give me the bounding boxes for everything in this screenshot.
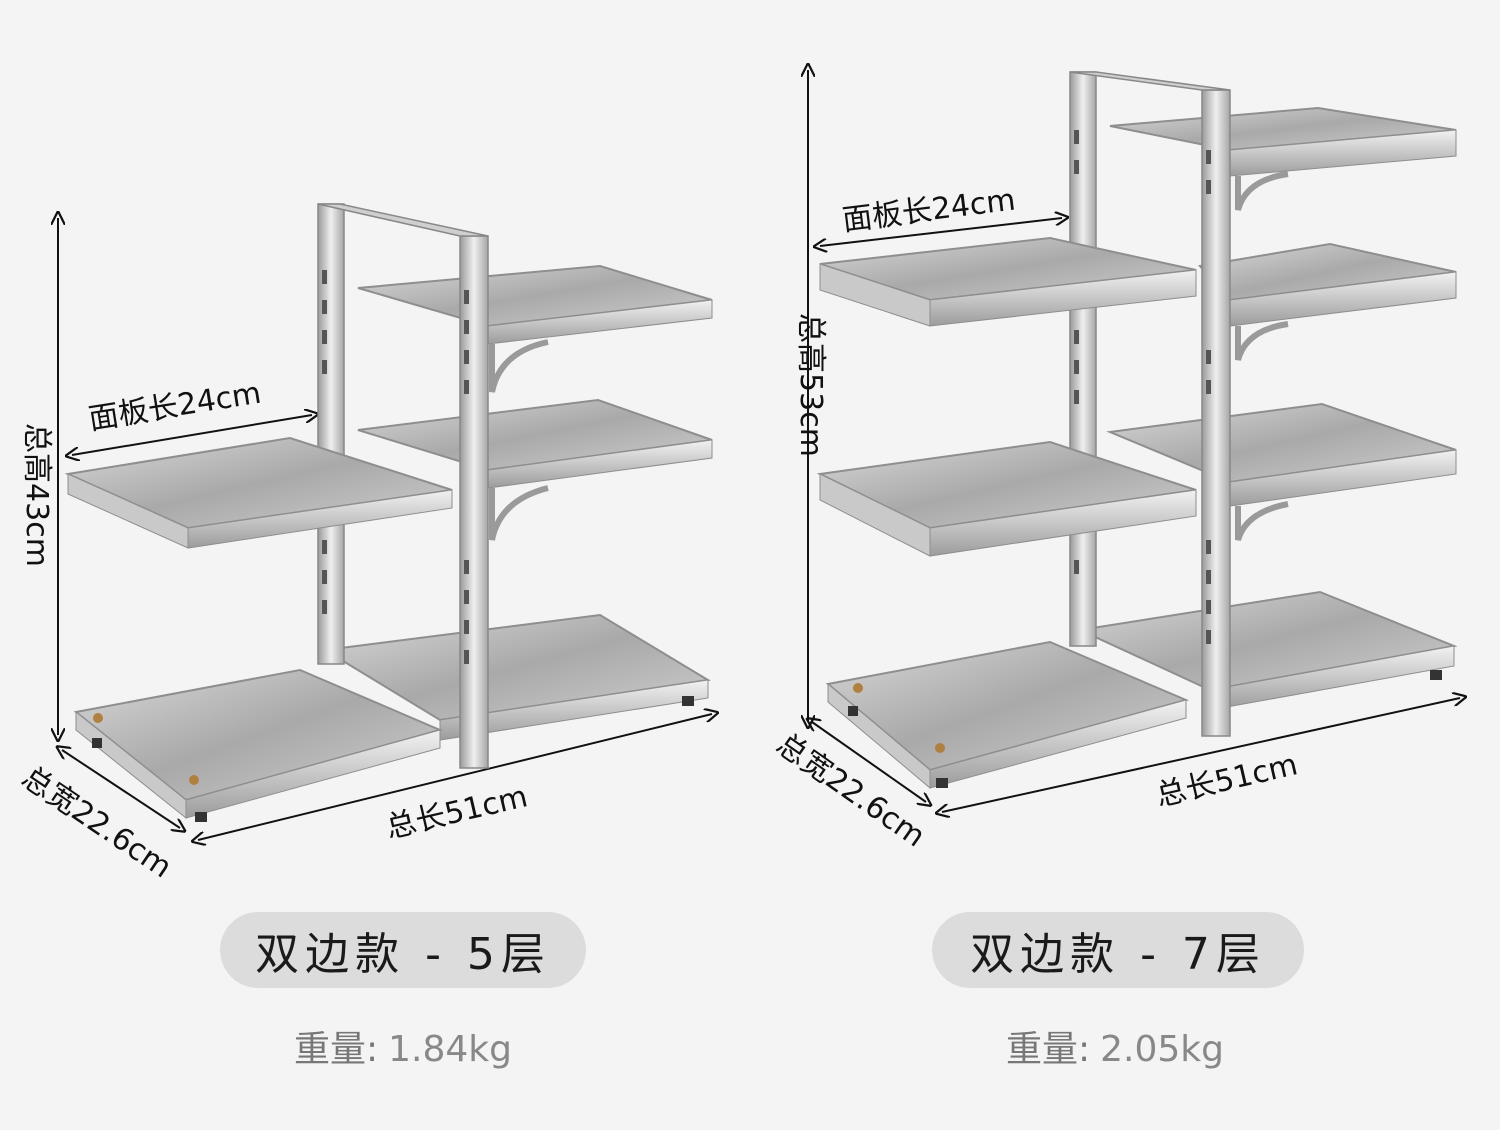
shelf-bottom-left	[73, 668, 694, 822]
weight-7-tier: 重量:2.05kg	[740, 1020, 1490, 1072]
shelf-top-right	[1109, 106, 1457, 211]
weight-label: 重量:	[1006, 1029, 1091, 1070]
weight-value: 1.84kg	[388, 1029, 512, 1070]
shelf-upper-middle-right	[1198, 242, 1457, 361]
weight-5-tier: 重量:1.84kg	[28, 1020, 778, 1072]
model-label-5-tier: 双边款 - 5层	[220, 912, 586, 988]
product-panel-5-tier: 总高43cm 面板长24cm 总宽22.6cm 总长51cm 双边款 - 5层 …	[0, 203, 750, 1070]
weight-label: 重量:	[294, 1029, 379, 1070]
shelf-lower-middle-right	[1106, 402, 1457, 541]
shelf-bottom-left	[825, 640, 1190, 790]
rack-illustration-7-tier	[750, 0, 1500, 880]
weight-value: 2.05kg	[1100, 1029, 1224, 1070]
shelf-bottom-right	[1076, 590, 1458, 711]
width-dimension-line	[62, 750, 180, 828]
shelf-top-right	[357, 264, 713, 393]
panel-dimension-line	[72, 415, 312, 455]
shelf-upper-left	[819, 236, 1197, 327]
panel-dimension-line	[820, 218, 1062, 246]
frame	[1069, 71, 1231, 737]
shelf-middle-right	[357, 398, 713, 541]
length-dimension-line	[942, 698, 1460, 812]
shelf-middle-left	[64, 436, 453, 549]
shelf-bottom-right	[322, 613, 711, 741]
shelf-lower-left	[816, 440, 1197, 557]
width-dimension-line	[812, 722, 926, 802]
frame	[317, 203, 489, 769]
length-dimension-line	[198, 714, 712, 840]
height-dimension-label: 总高53cm	[792, 313, 828, 457]
rack-illustration-5-tier	[0, 203, 750, 880]
model-label-7-tier: 双边款 - 7层	[932, 912, 1304, 988]
product-panel-7-tier: 总高53cm 面板长24cm 总宽22.6cm 总长51cm 双边款 - 7层 …	[750, 0, 1500, 1130]
height-dimension-label: 总高43cm	[18, 423, 54, 567]
